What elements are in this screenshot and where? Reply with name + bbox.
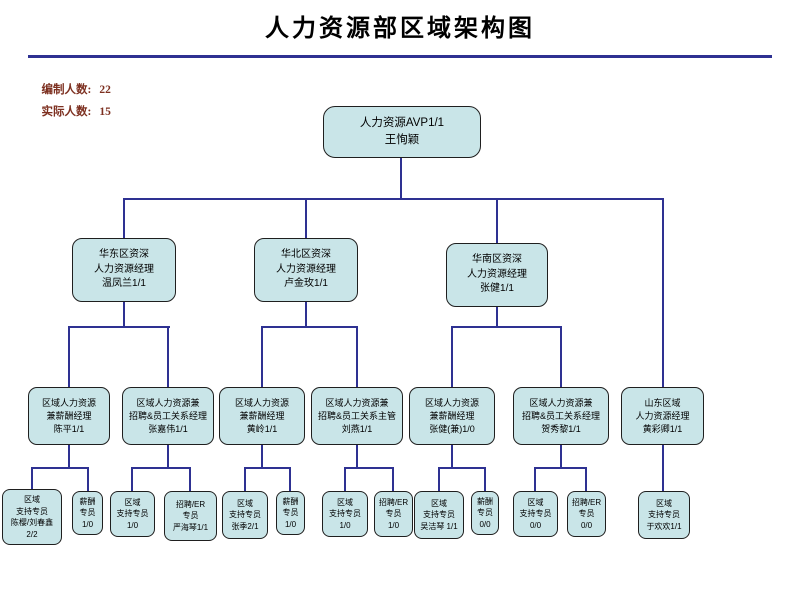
connector-line xyxy=(123,198,125,238)
connector-line xyxy=(123,302,125,326)
connector-line xyxy=(31,467,89,469)
node-support-specialist-4: 区域 支持专员 1/0 xyxy=(322,491,368,537)
node-comp-specialist-1: 薪酬 专员 1/0 xyxy=(72,491,103,535)
connector-line xyxy=(261,326,263,387)
headcount-actual: 实际人数: 15 xyxy=(30,91,111,131)
connector-line xyxy=(305,198,307,238)
connector-line xyxy=(451,326,562,328)
connector-line xyxy=(400,158,402,198)
connector-line xyxy=(68,326,170,328)
connector-line xyxy=(356,445,358,467)
connector-line xyxy=(131,467,191,469)
node-regional-recruit-er-manager-2: 区域人力资源兼 招聘&员工关系经理 贺秀黎1/1 xyxy=(513,387,609,445)
node-regional-comp-manager-3: 区域人力资源 兼薪酬经理 张健(兼)1/0 xyxy=(409,387,495,445)
connector-line xyxy=(68,445,70,467)
connector-line xyxy=(244,467,291,469)
headcount-authorized-value: 22 xyxy=(99,84,111,96)
title-underline xyxy=(28,55,772,58)
node-regional-comp-manager-2: 区域人力资源 兼薪酬经理 黄岭1/1 xyxy=(219,387,305,445)
page-title: 人力资源部区域架构图 xyxy=(265,16,535,42)
node-regional-recruit-er-manager-1: 区域人力资源兼 招聘&员工关系经理 张嘉伟1/1 xyxy=(122,387,214,445)
node-support-specialist-5: 区域 支持专员 吴洁琴 1/1 xyxy=(414,491,464,539)
connector-line xyxy=(451,326,453,387)
node-regional-comp-manager-1: 区域人力资源 兼薪酬经理 陈平1/1 xyxy=(28,387,110,445)
node-recruit-er-specialist-3: 招聘/ER 专员 0/0 xyxy=(567,491,606,537)
node-comp-specialist-3: 薪酬 专员 0/0 xyxy=(471,491,499,535)
node-recruit-er-specialist-1: 招聘/ER 专员 严海琴1/1 xyxy=(164,491,217,541)
node-regional-recruit-er-supervisor: 区域人力资源兼 招聘&员工关系主管 刘燕1/1 xyxy=(311,387,403,445)
connector-line xyxy=(344,467,346,491)
node-north-region-manager: 华北区资深 人力资源经理 卢金玫1/1 xyxy=(254,238,358,302)
connector-line xyxy=(167,445,169,467)
connector-line xyxy=(662,198,664,387)
connector-line xyxy=(392,467,394,491)
connector-line xyxy=(261,445,263,467)
node-east-region-manager: 华东区资深 人力资源经理 温凤兰1/1 xyxy=(72,238,176,302)
connector-line xyxy=(344,467,394,469)
node-support-specialist-3: 区域 支持专员 张季2/1 xyxy=(222,491,268,539)
connector-line xyxy=(560,445,562,467)
node-south-region-manager: 华南区资深 人力资源经理 张健1/1 xyxy=(446,243,548,307)
node-shandong-hr-manager: 山东区域 人力资源经理 黄彩卿1/1 xyxy=(621,387,704,445)
connector-line xyxy=(261,326,358,328)
node-support-specialist-6: 区域 支持专员 0/0 xyxy=(513,491,558,537)
connector-line xyxy=(31,467,33,489)
node-support-specialist-1: 区域 支持专员 陈樱/刘春鑫 2/2 xyxy=(2,489,62,545)
connector-line xyxy=(438,467,486,469)
headcount-authorized-label: 编制人数: xyxy=(41,84,92,96)
connector-line xyxy=(167,326,169,387)
connector-line xyxy=(289,467,291,491)
connector-line xyxy=(560,326,562,387)
node-recruit-er-specialist-2: 招聘/ER 专员 1/0 xyxy=(374,491,413,537)
connector-line xyxy=(534,467,536,491)
node-comp-specialist-2: 薪酬 专员 1/0 xyxy=(276,491,305,535)
connector-line xyxy=(305,302,307,326)
node-support-specialist-2: 区域 支持专员 1/0 xyxy=(110,491,155,537)
connector-line xyxy=(131,467,133,491)
headcount-authorized: 编制人数: 22 xyxy=(30,69,111,109)
headcount-actual-label: 实际人数: xyxy=(41,106,92,118)
connector-line xyxy=(123,198,664,200)
connector-line xyxy=(451,445,453,467)
connector-line xyxy=(662,445,664,491)
connector-line xyxy=(585,467,587,491)
headcount-actual-value: 15 xyxy=(99,106,111,118)
connector-line xyxy=(534,467,587,469)
connector-line xyxy=(244,467,246,491)
connector-line xyxy=(68,326,70,387)
connector-line xyxy=(496,198,498,243)
connector-line xyxy=(87,467,89,491)
connector-line xyxy=(496,307,498,326)
connector-line xyxy=(484,467,486,491)
node-hr-avp: 人力资源AVP1/1 王恂颖 xyxy=(323,106,481,158)
connector-line xyxy=(356,326,358,387)
connector-line xyxy=(189,467,191,491)
connector-line xyxy=(438,467,440,491)
node-support-specialist-7: 区域 支持专员 于欢欢1/1 xyxy=(638,491,690,539)
